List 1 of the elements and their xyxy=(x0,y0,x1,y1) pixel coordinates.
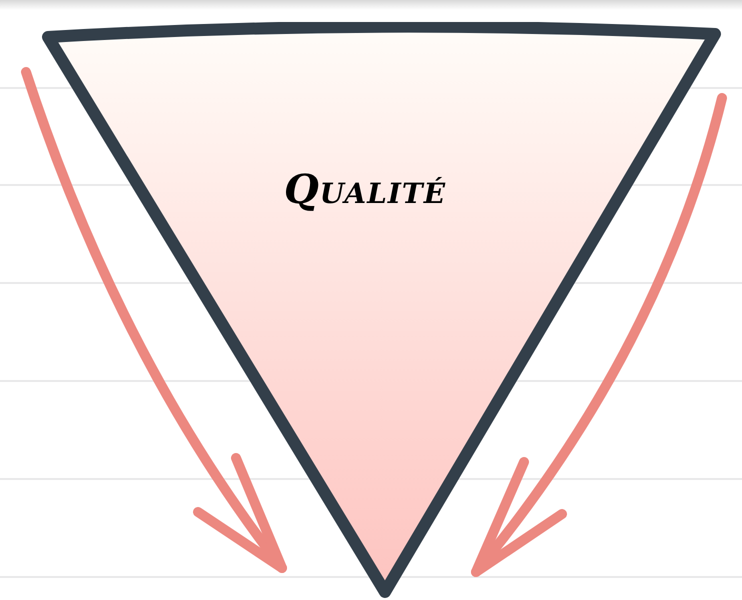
triangle-title: Qualité xyxy=(282,165,448,215)
